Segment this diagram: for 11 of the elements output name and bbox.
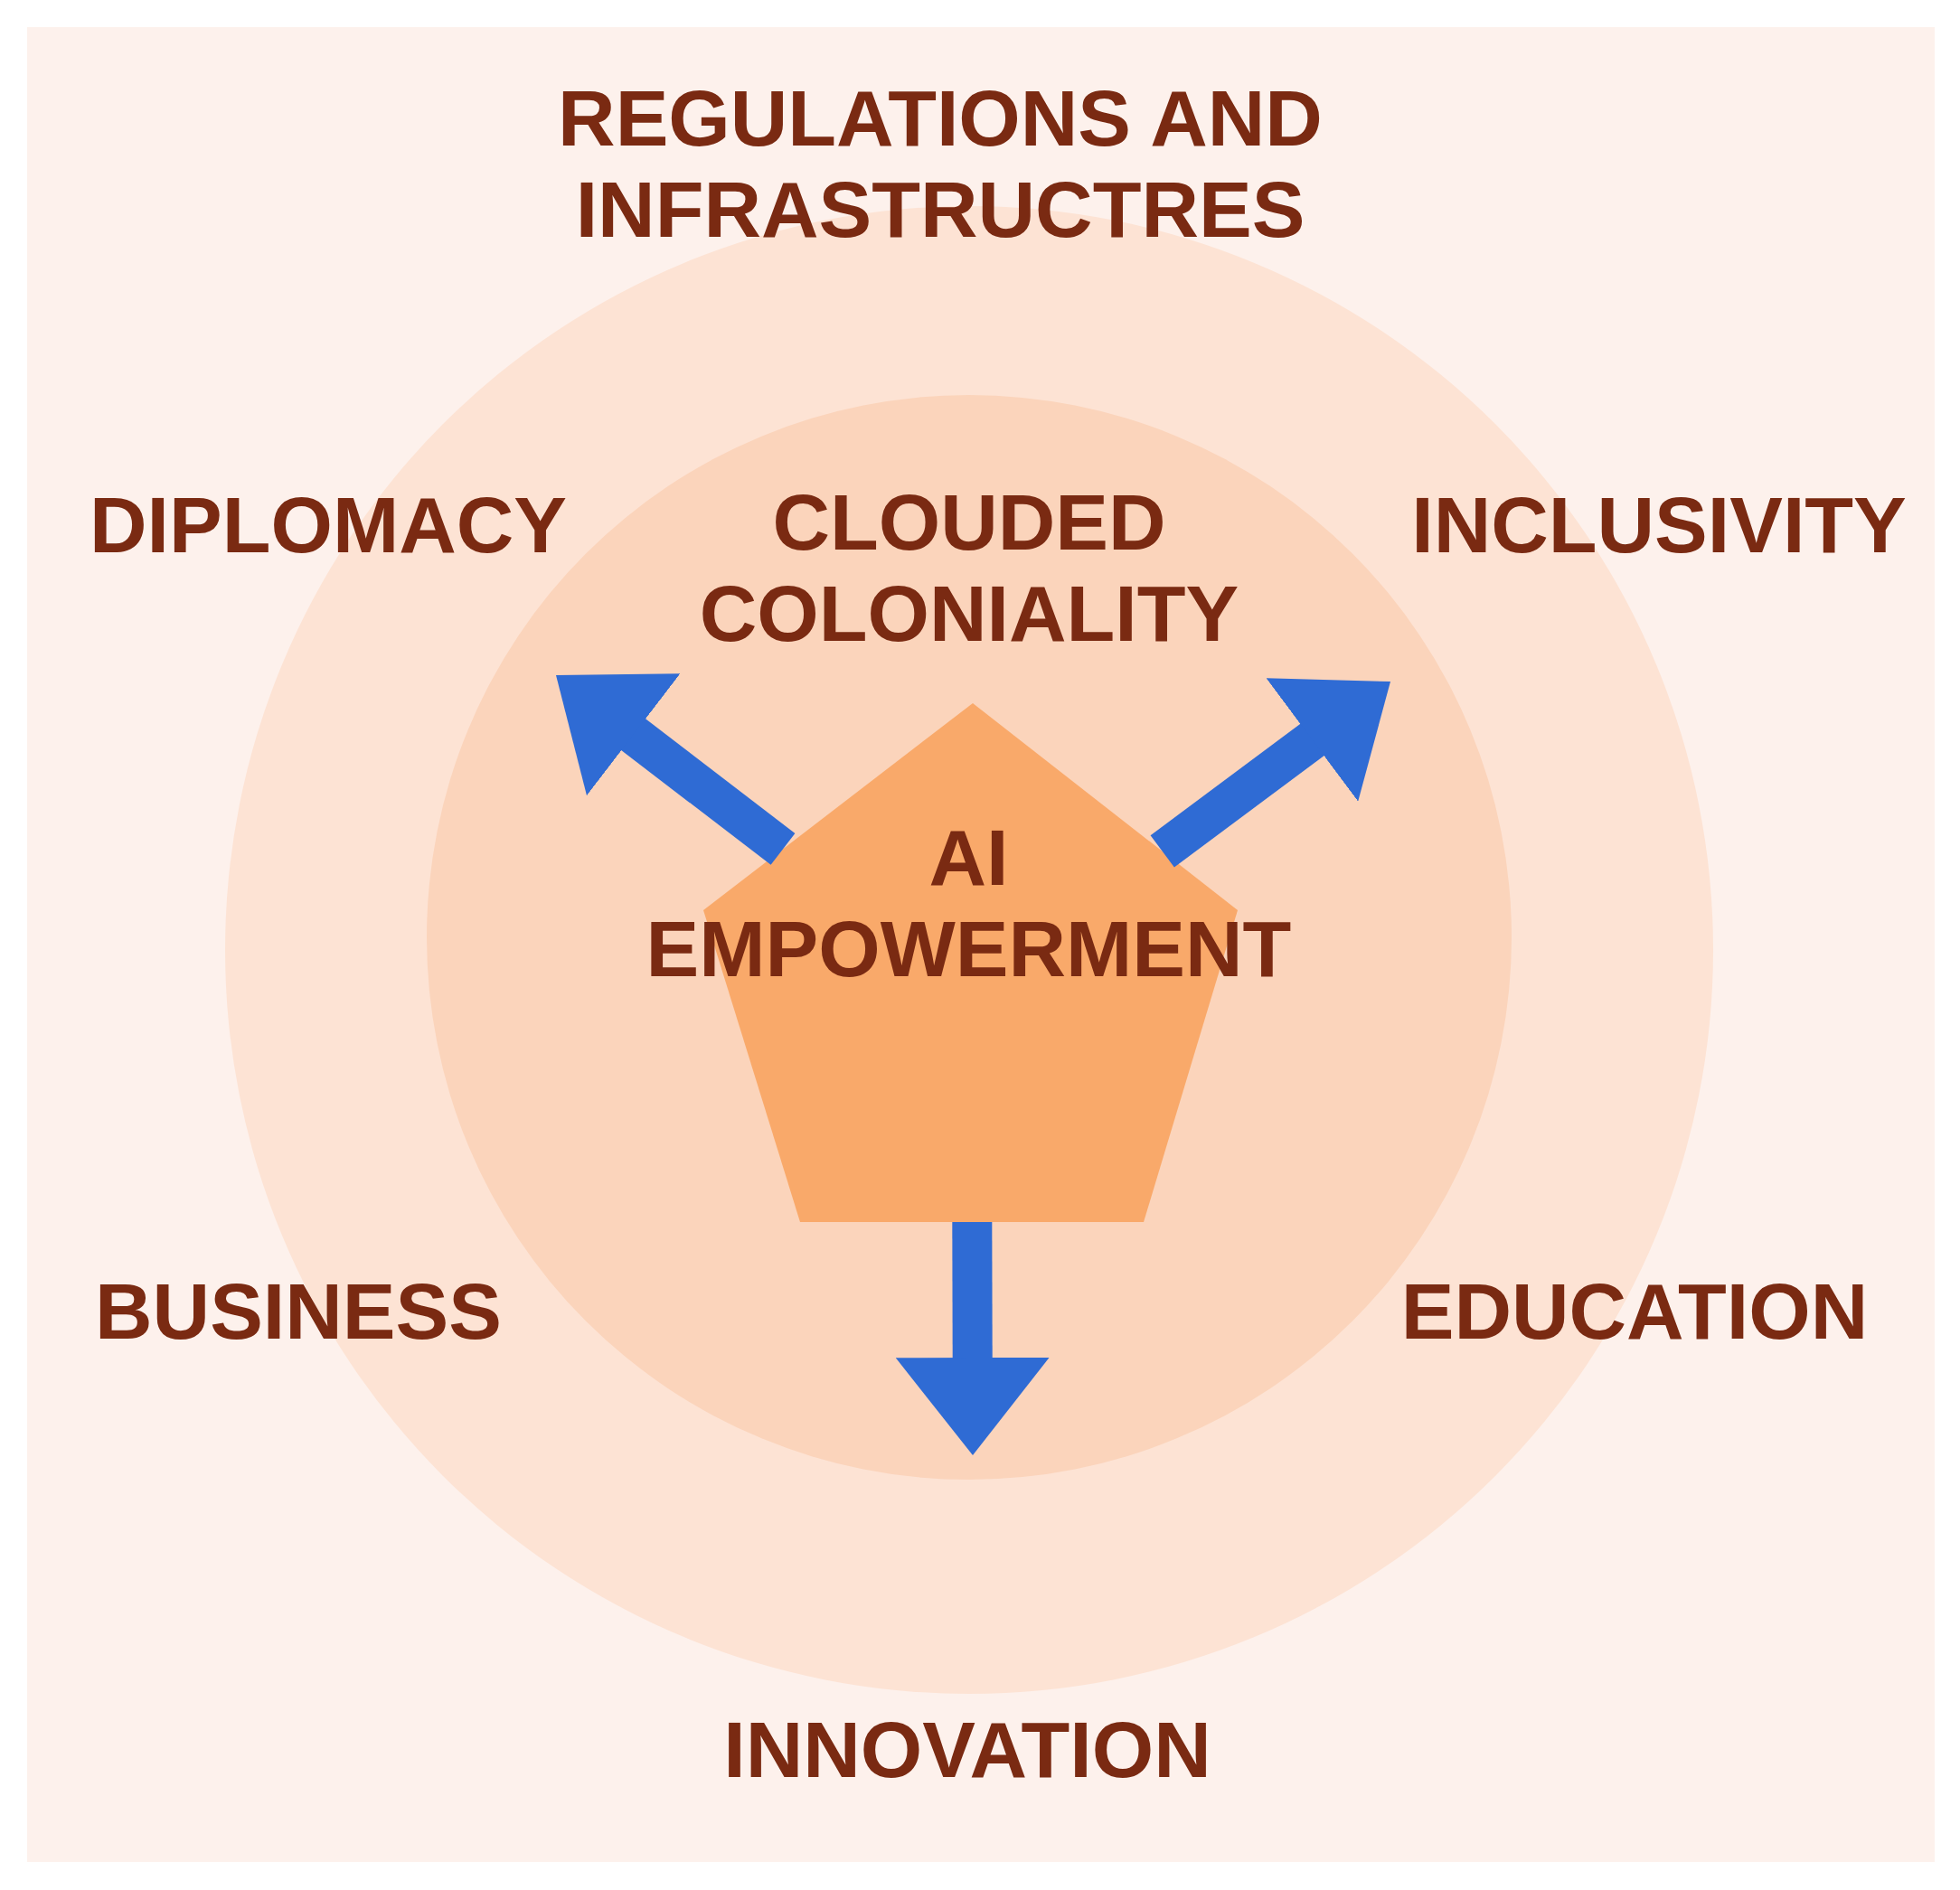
- outer-panel: [27, 27, 1935, 1862]
- arrow: [1150, 678, 1390, 868]
- sector-label: EDUCATION: [1399, 1265, 1870, 1358]
- arrow: [556, 673, 796, 865]
- node-title: CLOUDED COLONIALITY: [698, 476, 1240, 660]
- sector-label: INCLUSIVITY: [1410, 479, 1908, 571]
- arrow: [895, 1221, 1050, 1455]
- sector-label: DIPLOMACY: [89, 479, 568, 571]
- node-title: REGULATIONS AND INFRASTRUCTRES: [557, 72, 1324, 256]
- sector-label: BUSINESS: [94, 1265, 503, 1358]
- sector-label: INNOVATION: [722, 1704, 1212, 1796]
